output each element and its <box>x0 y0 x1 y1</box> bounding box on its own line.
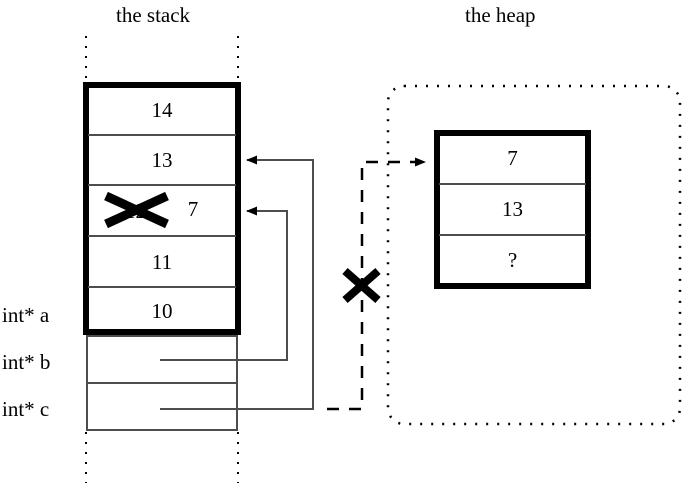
stack-title: the stack <box>116 3 191 27</box>
heap-cell-value-2: ? <box>507 248 518 272</box>
heap-block <box>434 130 591 289</box>
variable-label-c: int* c <box>2 397 50 421</box>
stack-c-cell <box>86 382 238 431</box>
struck-value-x-icon <box>104 191 169 229</box>
pointer-c-path <box>160 155 314 410</box>
heap-title: the heap <box>465 3 536 27</box>
invalid-pointer-x-icon <box>342 267 381 304</box>
stack-cell-struck-value-2: 12 <box>125 199 146 223</box>
stale-heap-pointer-path <box>327 157 426 411</box>
stack-frame <box>83 82 241 335</box>
stack-cell-value-4: 10 <box>151 299 173 323</box>
stack-cell-value-2: 7 <box>187 197 199 221</box>
stack-cell-value-0: 14 <box>151 98 173 122</box>
heap-cell-value-0: 7 <box>507 146 518 170</box>
stack-cell-value-1: 13 <box>151 148 173 172</box>
variable-label-a: int* a <box>2 303 50 327</box>
variable-label-b: int* b <box>2 350 51 374</box>
stack-cell-value-3: 11 <box>151 250 173 274</box>
heap-cell-value-1: 13 <box>502 197 523 221</box>
pointer-b-path <box>160 206 288 361</box>
